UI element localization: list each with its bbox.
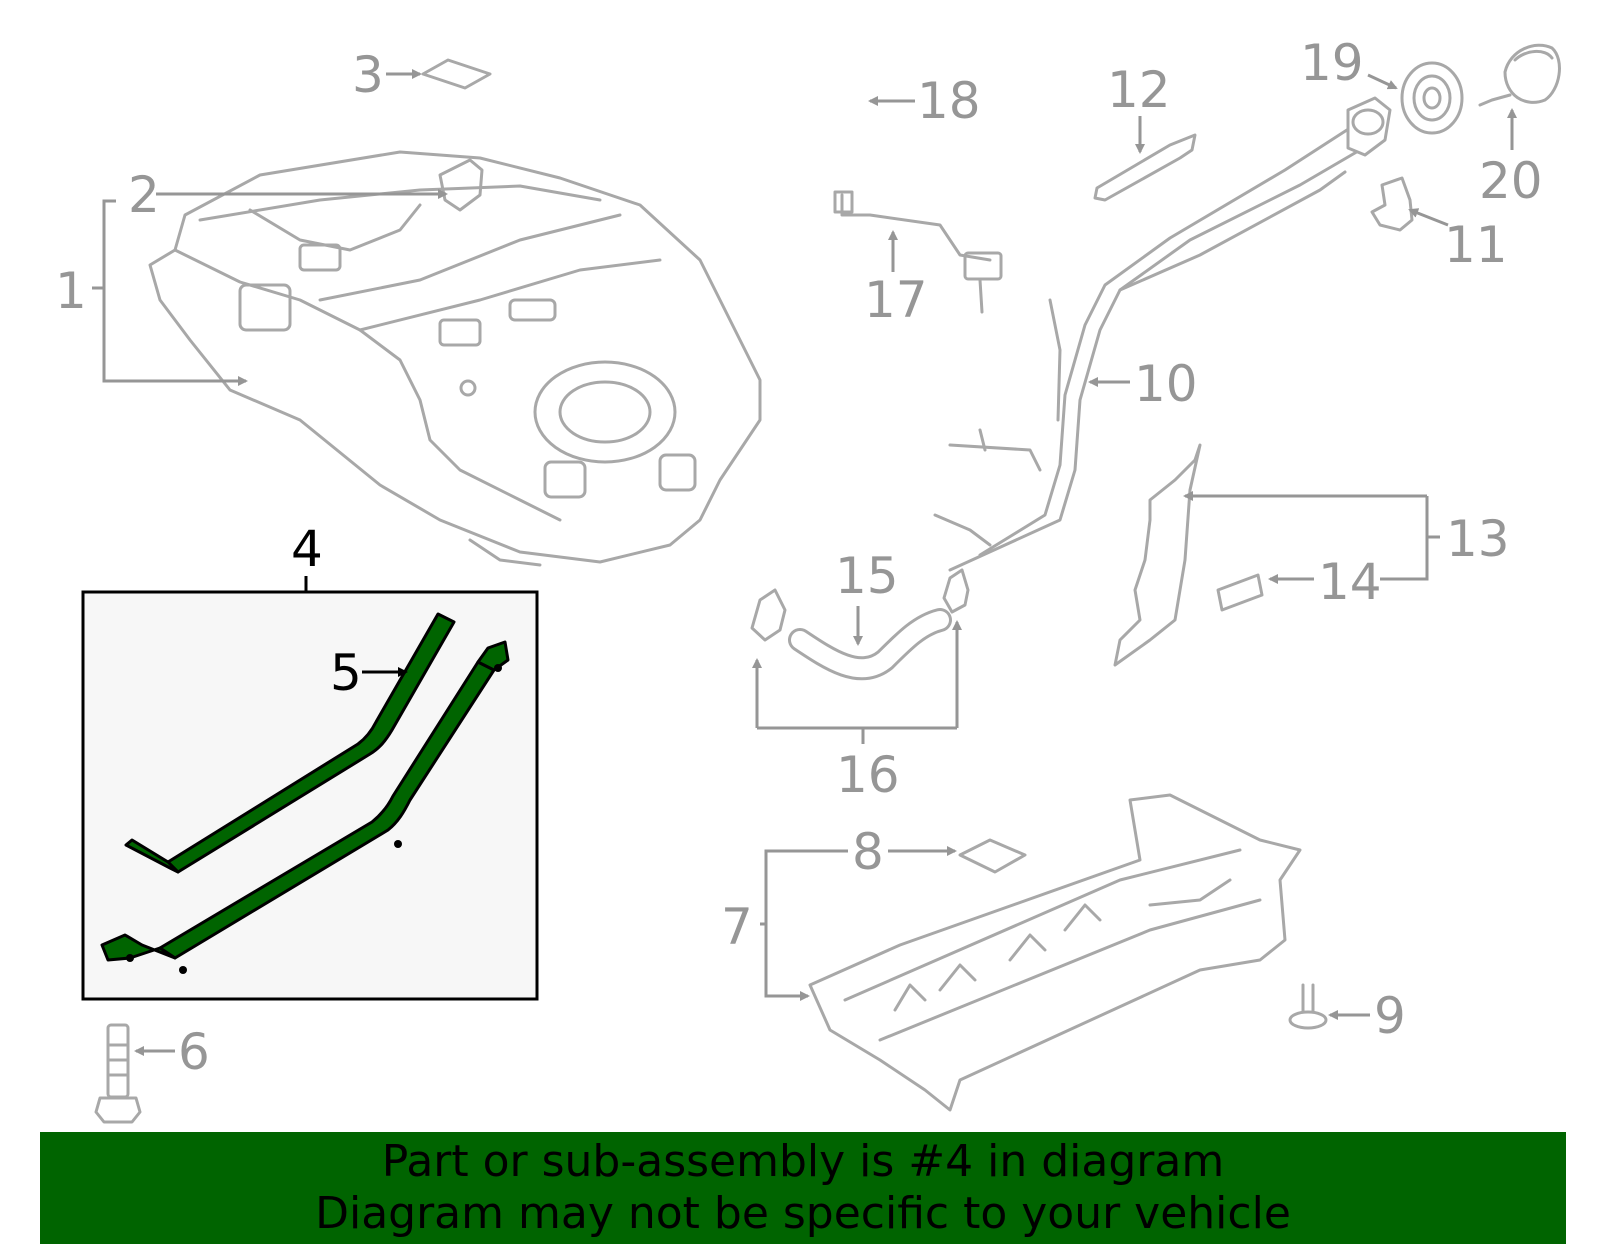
fuel-cap-icon (1478, 43, 1561, 107)
pad-8-icon (958, 838, 1027, 874)
callout-17: 17 (864, 271, 928, 329)
callout-11: 11 (1444, 216, 1508, 274)
hose-clamp-icon (750, 568, 970, 642)
info-banner: Part or sub-assembly is #4 in diagram Di… (40, 1132, 1566, 1244)
callout-3: 3 (352, 46, 384, 104)
callout-5: 5 (330, 644, 362, 702)
filler-ring-icon (1400, 61, 1464, 135)
bolt-icon (94, 1023, 142, 1124)
callout-8: 8 (852, 823, 884, 881)
callout-14: 14 (1318, 553, 1382, 611)
callout-9: 9 (1374, 987, 1406, 1045)
heat-shield-7-icon (808, 793, 1302, 1112)
highlight-inset (81, 576, 539, 1001)
callout-13: 13 (1446, 510, 1510, 568)
callout-15: 15 (835, 547, 899, 605)
fuel-tank-icon (148, 150, 762, 567)
callout-4: 4 (291, 520, 323, 578)
callout-labels: 1 2 3 4 5 6 7 8 9 10 11 12 13 14 15 16 1… (55, 34, 1543, 1081)
tank-strap-icon (100, 612, 510, 974)
callout-10: 10 (1134, 355, 1198, 413)
callout-20: 20 (1479, 152, 1543, 210)
heat-shield-13-icon (1113, 443, 1202, 667)
bracket-11-icon (1370, 176, 1414, 232)
banner-line-2: Diagram may not be specific to your vehi… (315, 1188, 1291, 1239)
filler-neck-icon (933, 96, 1392, 572)
clip-9-icon (1288, 983, 1328, 1030)
callout-6: 6 (178, 1023, 210, 1081)
callout-12: 12 (1107, 61, 1171, 119)
vapor-line-icon (833, 190, 1003, 314)
callout-1: 1 (55, 262, 87, 320)
callout-7: 7 (721, 898, 753, 956)
vent-hose-icon (733, 77, 858, 140)
bracket-12-icon (1093, 133, 1197, 202)
leader-lines (92, 69, 1517, 1056)
callout-2: 2 (128, 166, 160, 224)
callout-18: 18 (917, 72, 981, 130)
callout-19: 19 (1300, 34, 1364, 92)
pad-icon (421, 58, 492, 90)
callout-16: 16 (836, 746, 900, 804)
filler-hose-icon (788, 608, 952, 681)
banner-line-1: Part or sub-assembly is #4 in diagram (381, 1136, 1225, 1187)
pad-14-icon (1216, 573, 1264, 612)
